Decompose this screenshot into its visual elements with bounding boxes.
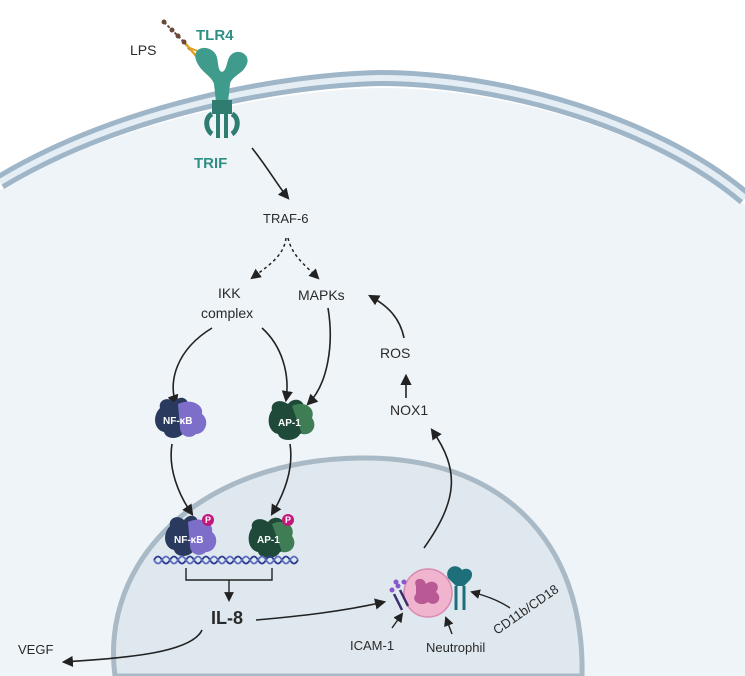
- lps-molecule: [161, 19, 201, 57]
- trif-label: TRIF: [194, 155, 227, 172]
- icam1-label: ICAM-1: [350, 638, 394, 653]
- phospho-icon: [202, 514, 214, 526]
- arrow-mapks-ap1: [306, 307, 331, 406]
- nfkb-nuclear-complex: NF-κB P: [165, 514, 217, 556]
- nfkb-cytoplasm-complex: NF-κB: [155, 397, 207, 438]
- traf6-label: TRAF-6: [263, 211, 309, 226]
- ap1-nuc-label: AP-1: [257, 535, 280, 546]
- cell-membrane-inner: [0, 74, 745, 201]
- mapks-label: MAPKs: [298, 287, 345, 303]
- nfkb-nuc-label: NF-κB: [174, 535, 203, 546]
- nucleus: [111, 455, 585, 676]
- ap1-nuclear-complex: AP-1 P: [248, 514, 295, 558]
- arrow-neutrophil-label: [444, 616, 454, 635]
- arrow-ros-mapks: [368, 294, 405, 339]
- ros-label: ROS: [380, 345, 410, 361]
- ap1-cytoplasm-complex: AP-1: [268, 399, 315, 440]
- arrow-icam1: [391, 612, 404, 629]
- arrow-cd11b: [470, 589, 511, 609]
- neutrophil-cell: [403, 568, 453, 618]
- ikk-label-line2: complex: [201, 305, 253, 321]
- il8-label: IL-8: [211, 608, 243, 628]
- nox1-label: NOX1: [390, 402, 428, 418]
- arrow-neutrophil-nox1: [423, 428, 453, 549]
- phospho-icon-2: [282, 514, 294, 526]
- arrow-trif-traf6: [251, 147, 290, 200]
- lps-label: LPS: [130, 42, 156, 58]
- cd11b-cd18-integrin: [447, 566, 473, 610]
- icam1-receptor: [389, 579, 410, 611]
- phospho-a-label: P: [205, 515, 211, 525]
- tlr4-label: TLR4: [196, 27, 234, 44]
- arrow-ikk-nfkb: [167, 327, 213, 407]
- arrow-traf6-ikk: [250, 237, 287, 280]
- phospho-b-label: P: [285, 515, 291, 525]
- neutrophil-label: Neutrophil: [426, 640, 485, 655]
- arrow-ap1-nucleus: [270, 443, 292, 516]
- arrow-traf6-mapks: [287, 237, 320, 280]
- arrow-nfkb-nucleus: [170, 443, 194, 516]
- arrow-il8-vegf: [61, 629, 203, 668]
- ap1-cyto-label: AP-1: [278, 418, 301, 429]
- dna-helix: [153, 555, 299, 565]
- arrow-il8-neutrophil: [255, 598, 387, 621]
- arrow-ikk-ap1: [261, 327, 293, 403]
- vegf-label: VEGF: [18, 642, 53, 657]
- tlr4-receptor: [195, 47, 248, 138]
- ikk-label-line1: IKK: [218, 285, 241, 301]
- nfkb-cyto-label: NF-κB: [163, 416, 192, 427]
